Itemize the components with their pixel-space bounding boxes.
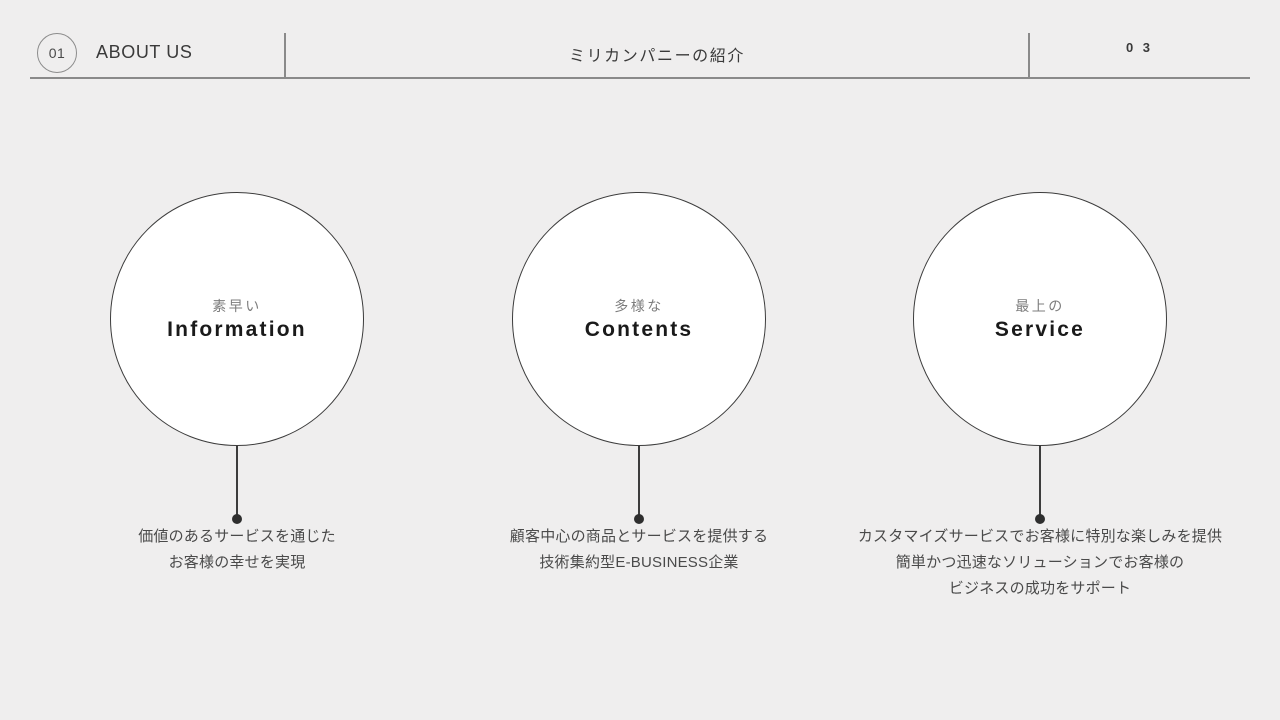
feature-sub-label: 素早い: [212, 297, 262, 314]
caption-line: 技術集約型E-BUSINESS企業: [539, 554, 739, 571]
feature-caption: カスタマイズサービスでお客様に特別な楽しみを提供 簡単かつ迅速なソリューションで…: [830, 524, 1250, 602]
header-center-title: ミリカンパニーの紹介: [568, 48, 745, 65]
caption-line: お客様の幸せを実現: [168, 554, 306, 571]
connector-line: [638, 446, 640, 518]
connector: [429, 446, 849, 524]
feature-column-service: 最上の Service カスタマイズサービスでお客様に特別な楽しみを提供 簡単か…: [830, 192, 1250, 602]
connector-dot-icon: [634, 514, 644, 524]
page-number: 0 3: [1125, 40, 1154, 55]
caption-line: カスタマイズサービスでお客様に特別な楽しみを提供: [857, 528, 1223, 545]
caption-line: 価値のあるサービスを通じた: [138, 528, 336, 545]
section-number-badge: 01: [37, 33, 77, 73]
feature-circle: 最上の Service: [913, 192, 1167, 446]
connector-line: [1039, 446, 1041, 518]
section-title: ABOUT US: [96, 42, 193, 62]
connector: [27, 446, 447, 524]
header-divider-right: [1028, 33, 1030, 78]
caption-line: ビジネスの成功をサポート: [948, 580, 1132, 597]
connector-dot-icon: [1035, 514, 1045, 524]
feature-title: Contents: [584, 317, 694, 341]
feature-column-information: 素早い Information 価値のあるサービスを通じた お客様の幸せを実現: [27, 192, 447, 576]
connector: [830, 446, 1250, 524]
caption-line: 顧客中心の商品とサービスを提供する: [509, 528, 769, 545]
caption-line: 簡単かつ迅速なソリューションでお客様の: [895, 554, 1185, 571]
feature-title: Service: [994, 317, 1086, 341]
feature-title: Information: [167, 317, 307, 341]
header-rule: [30, 77, 1250, 79]
feature-sub-label: 多様な: [614, 297, 664, 314]
feature-circle: 多様な Contents: [512, 192, 766, 446]
feature-caption: 価値のあるサービスを通じた お客様の幸せを実現: [27, 524, 447, 576]
feature-column-contents: 多様な Contents 顧客中心の商品とサービスを提供する 技術集約型E-BU…: [429, 192, 849, 576]
feature-caption: 顧客中心の商品とサービスを提供する 技術集約型E-BUSINESS企業: [429, 524, 849, 576]
header-divider-left: [284, 33, 286, 78]
connector-dot-icon: [232, 514, 242, 524]
connector-line: [236, 446, 238, 518]
feature-circle: 素早い Information: [110, 192, 364, 446]
feature-sub-label: 最上の: [1015, 297, 1065, 314]
slide-header: 01 ABOUT US ミリカンパニーの紹介 0 3: [0, 0, 1280, 80]
